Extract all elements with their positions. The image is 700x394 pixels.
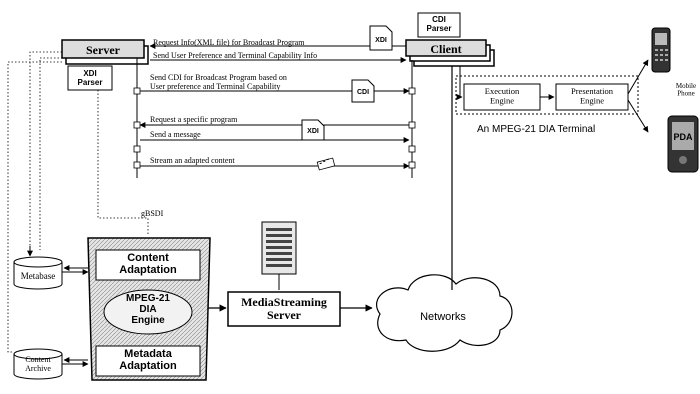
text-line: Engine [580, 95, 604, 105]
text-line: Content [25, 355, 51, 364]
text-line: Adaptation [119, 360, 177, 372]
stream-film-icon [317, 158, 335, 170]
xdi-document-icon-top: XDI [370, 26, 392, 50]
server-label: Server [86, 43, 121, 57]
cdi-document-icon: CDI [352, 80, 374, 102]
message-send-user-pref: Send User Preference and Terminal Capabi… [150, 51, 406, 60]
pda-label: PDA [673, 132, 693, 142]
text-line: DIA [139, 304, 156, 315]
text-line: User preference and Terminal Capability [150, 82, 280, 91]
message-request-specific-label: Request a specific program [150, 115, 238, 124]
metabase-label: Metabase [21, 271, 55, 281]
xdi-tag-top: XDI [375, 37, 387, 44]
cdi-tag: CDI [357, 89, 369, 96]
text-line: MPEG-21 [126, 293, 170, 304]
gbsdi-label: gBSDI [141, 209, 164, 218]
server-stack: Server [62, 40, 148, 64]
mobile-phone-icon [652, 28, 670, 72]
text-line: Adaptation [119, 264, 177, 276]
streaming-server-rack-icon [262, 222, 296, 274]
xdi-document-icon-low: XDI [302, 120, 324, 140]
text-line: Engine [490, 95, 514, 105]
message-request-info: Request Info(XML file) for Broadcast Pro… [150, 38, 406, 47]
client-label: Client [430, 42, 461, 56]
networks-label: Networks [420, 311, 466, 323]
text-line: Server [267, 308, 302, 322]
text-line: MediaStreaming [241, 295, 327, 309]
text-line: XDI [83, 69, 96, 78]
text-line: CDI [432, 15, 446, 24]
pda-icon: PDA [668, 116, 698, 172]
text-line: Phone [677, 90, 695, 98]
message-request-specific: Request a specific program [140, 115, 409, 125]
client-stack: Client [406, 40, 494, 66]
message-send-message: Send a message [140, 130, 409, 140]
message-send-message-label: Send a message [150, 130, 201, 139]
message-request-info-label: Request Info(XML file) for Broadcast Pro… [153, 38, 305, 47]
text-line: Send CDI for Broadcast Program based on [150, 73, 287, 82]
message-send-user-pref-label: Send User Preference and Terminal Capabi… [153, 51, 317, 60]
xdi-tag-low: XDI [307, 128, 319, 135]
text-line: Parser [78, 78, 103, 87]
message-stream-content-label: Stream an adapted content [150, 156, 235, 165]
networks-cloud: Networks [377, 275, 512, 351]
text-line: Content [127, 252, 169, 264]
text-line: Metadata [124, 348, 173, 360]
message-stream-content: Stream an adapted content [140, 156, 409, 166]
terminal-caption: An MPEG-21 DIA Terminal [477, 124, 595, 135]
metabase-cylinder: Metabase [14, 257, 62, 289]
text-line: Engine [131, 315, 165, 326]
text-line: Parser [427, 24, 452, 33]
text-line: Archive [25, 364, 51, 373]
